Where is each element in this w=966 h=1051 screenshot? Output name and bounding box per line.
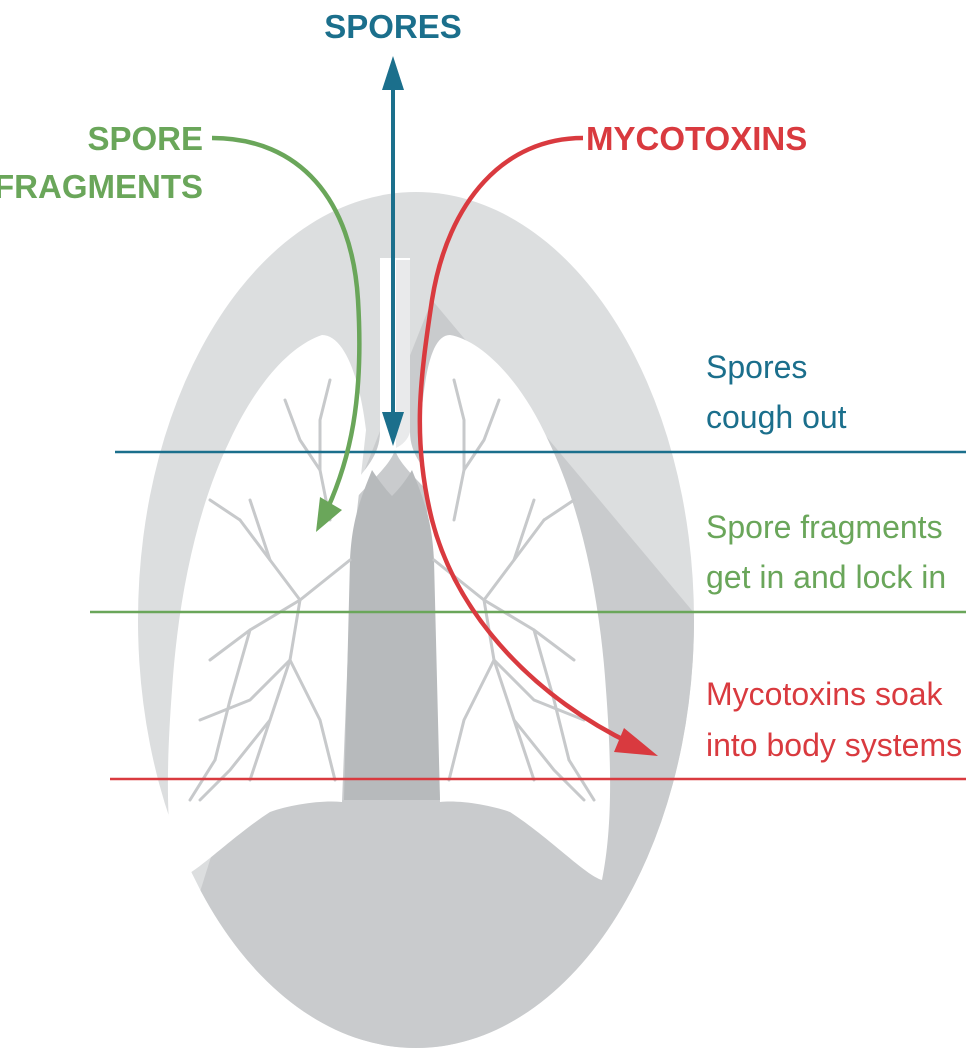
mycotoxins-note-line2: into body systems — [706, 727, 962, 763]
spores-label: SPORES — [324, 8, 462, 45]
mycotoxins-label: MYCOTOXINS — [586, 120, 807, 157]
spores-note-line2: cough out — [706, 399, 847, 435]
mediastinum — [344, 470, 440, 800]
spore-fragments-label-line1: SPORE — [87, 120, 203, 157]
spores-note-line1: Spores — [706, 349, 807, 385]
mycotoxins-note-line1: Mycotoxins soak — [706, 676, 944, 712]
spore-fragments-label-line2: FRAGMENTS — [0, 168, 203, 205]
fragments-note-line1: Spore fragments — [706, 509, 943, 545]
spores-arrow-up-head — [382, 56, 404, 90]
fragments-note-line2: get in and lock in — [706, 559, 946, 595]
